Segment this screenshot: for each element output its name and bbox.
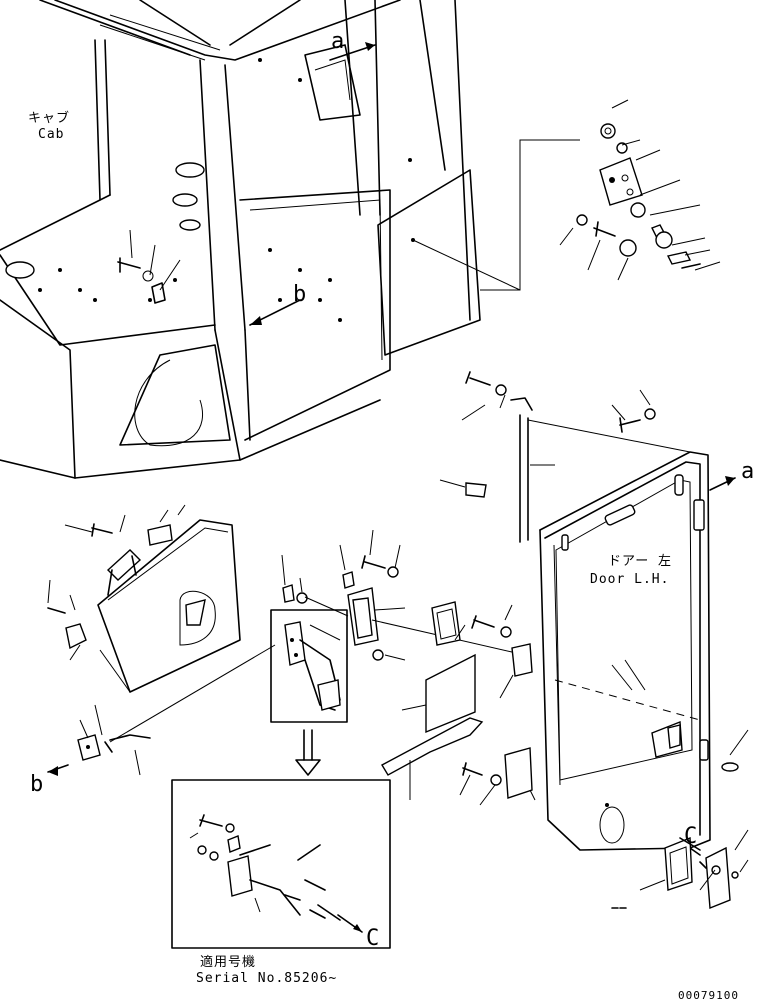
latch-hardware xyxy=(559,99,721,281)
door-inner-parts xyxy=(381,601,536,806)
door-bolts xyxy=(439,371,656,498)
ref-c-detail: C xyxy=(366,926,380,951)
detail-c-parts xyxy=(611,729,749,910)
arrow-b-lower xyxy=(47,764,69,776)
door-label-jp: ドアー 左 xyxy=(608,554,673,569)
arrow-a-top xyxy=(329,42,376,61)
cab-label-en: Cab xyxy=(38,127,65,142)
ref-a-top: a xyxy=(331,29,345,54)
ref-b-lower: b xyxy=(30,772,44,797)
ref-b-cab: b xyxy=(293,282,307,307)
door-label-en: Door L.H. xyxy=(590,572,670,587)
cab-label-jp: キャブ xyxy=(28,111,71,126)
ref-c-door: C xyxy=(684,824,698,849)
down-arrow xyxy=(295,729,321,776)
inner-trim-panel xyxy=(47,504,241,693)
lock-mechanism-box xyxy=(270,609,348,723)
ref-a-door: a xyxy=(741,459,755,484)
arrow-c-door xyxy=(679,837,701,851)
arrow-b-cab xyxy=(249,299,301,326)
drawing-number: 00079100 xyxy=(678,989,739,1002)
serial-label-en: Serial No.85206~ xyxy=(196,971,338,986)
cab-frame xyxy=(0,0,580,479)
serial-label-jp: 適用号機 xyxy=(200,955,257,970)
serial-detail-box xyxy=(171,779,391,949)
arrow-a-door xyxy=(709,476,736,491)
door-lh xyxy=(510,397,711,856)
lock-small-parts xyxy=(281,529,526,661)
striker-b xyxy=(77,644,276,776)
